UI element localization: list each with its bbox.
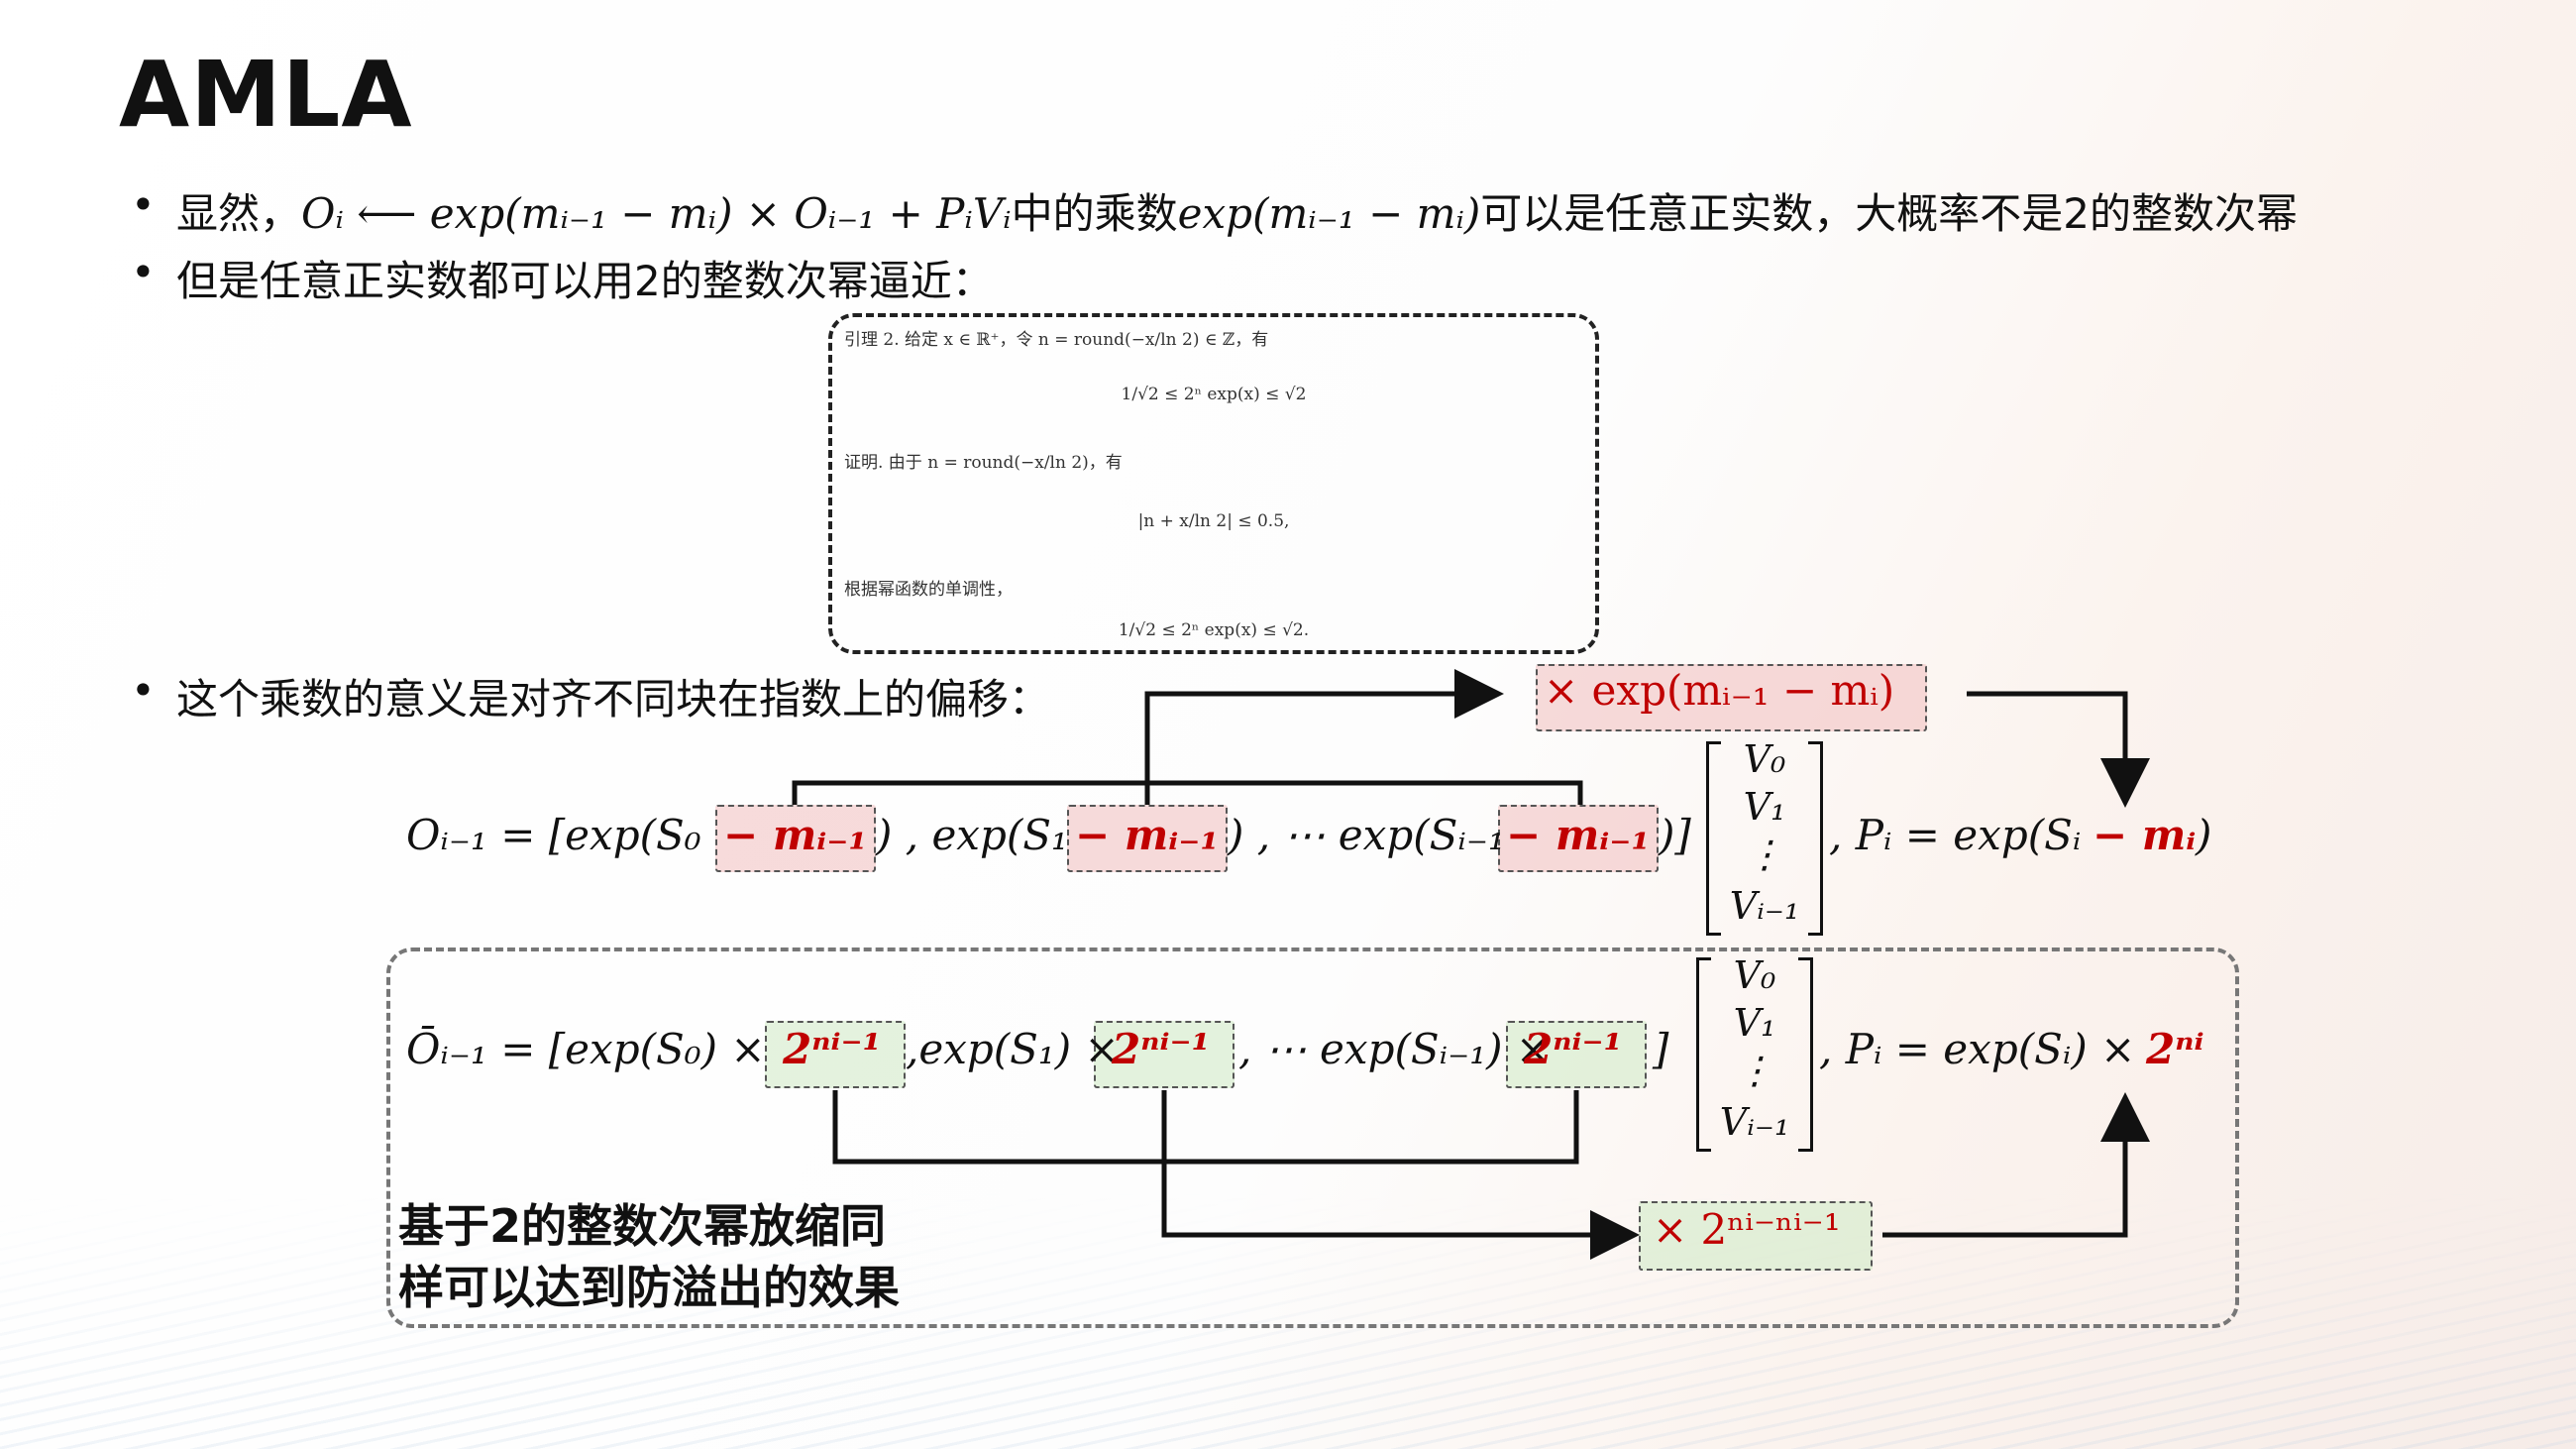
- arrow-to-pi-2: [1882, 1092, 2150, 1238]
- top-multiplier-box: [1536, 664, 1927, 731]
- lemma-box: 引理 2. 给定 x ∈ ℝ⁺，令 n = round(−x/ln 2) ∈ ℤ…: [828, 313, 1599, 654]
- eq2-bracket-line: [832, 1090, 1579, 1165]
- lemma-line-3: 证明. 由于 n = round(−x/ln 2)，有: [844, 453, 1123, 473]
- lemma-line-2: 1/√2 ≤ 2ⁿ exp(x) ≤ √2: [1121, 385, 1307, 404]
- lemma-line-5: 根据幂函数的单调性，: [844, 580, 1013, 600]
- bullet-3-text: 这个乘数的意义是对齐不同块在指数上的偏移：: [176, 675, 1051, 724]
- eq1-term-2: − mᵢ₋₁: [1075, 811, 1219, 859]
- v-matrix-2: V₀ V₁ ⋮ Vᵢ₋₁: [1696, 953, 1813, 1152]
- bottom-multiplier-text: × 2ⁿⁱ⁻ⁿⁱ⁻¹: [1653, 1205, 1841, 1254]
- scaling-note: 基于2的整数次幂放缩同 样可以达到防溢出的效果: [398, 1195, 900, 1318]
- arrow-to-bottom-multiplier: [1161, 1162, 1640, 1260]
- matrix-row: ⋮: [1746, 833, 1783, 876]
- eq1-mid-2: ) , ⋯ exp(Sᵢ₋₁: [1228, 811, 1505, 859]
- bullet-2-text: 但是任意正实数都可以用2的整数次幂逼近：: [176, 257, 994, 305]
- eq1-lhs: Oᵢ₋₁ = [exp(S₀: [406, 811, 701, 859]
- matrix-right-bracket: [1798, 957, 1813, 1152]
- bullet-1-text-b: 中的乘数: [1011, 189, 1178, 238]
- scaling-region-box: [386, 947, 2239, 1328]
- eq1-rhs-b: ): [2196, 811, 2212, 859]
- bullet-1-text-c: 可以是任意正实数，大概率不是2的整数次幂: [1480, 189, 2299, 238]
- bullet-2: • 但是任意正实数都可以用2的整数次幂逼近：: [131, 248, 994, 308]
- eq2-lhs: Ōᵢ₋₁ = [exp(S₀) ×: [406, 1025, 766, 1073]
- eq2-term-3: 2ⁿⁱ⁻¹: [1524, 1025, 1623, 1073]
- eq2-term-1-box: [765, 1021, 906, 1088]
- eq1-term-1: − mᵢ₋₁: [723, 811, 867, 859]
- bullet-dot: •: [131, 180, 156, 229]
- lemma-line-4: |n + x/ln 2| ≤ 0.5,: [1137, 511, 1290, 531]
- note-line-2: 样可以达到防溢出的效果: [398, 1261, 900, 1314]
- eq1-term-3-box: [1498, 805, 1659, 872]
- bullet-1-formula: Oᵢ ⟵ exp(mᵢ₋₁ − mᵢ) × Oᵢ₋₁ + PᵢVᵢ: [301, 189, 1012, 238]
- matrix-row: V₀: [1733, 953, 1776, 997]
- eq1-rhs-a: , Pᵢ = exp(Sᵢ: [1829, 811, 2082, 859]
- note-line-1: 基于2的整数次幂放缩同: [398, 1199, 887, 1253]
- matrix-row: Vᵢ₋₁: [1729, 884, 1800, 928]
- eq1-bracket-line: [792, 780, 1583, 805]
- matrix-left-bracket: [1696, 957, 1711, 1152]
- eq2-rhs-red: 2ⁿⁱ: [2146, 1025, 2204, 1073]
- eq1-term-3: − mᵢ₋₁: [1506, 811, 1650, 859]
- eq2-mid-2: , ⋯ exp(Sᵢ₋₁) ×: [1238, 1025, 1552, 1073]
- bullet-3: • 这个乘数的意义是对齐不同块在指数上的偏移：: [131, 666, 1051, 726]
- eq2-rhs-a: , Pᵢ = exp(Sᵢ) ×: [1819, 1025, 2136, 1073]
- lemma-line-1: 引理 2. 给定 x ∈ ℝ⁺，令 n = round(−x/ln 2) ∈ ℤ…: [844, 330, 1269, 350]
- eq1-term-1-box: [715, 805, 876, 872]
- matrix-right-bracket: [1808, 741, 1823, 936]
- eq1-rhs-red: − mᵢ: [2093, 811, 2197, 859]
- top-multiplier-text: × exp(mᵢ₋₁ − mᵢ): [1544, 666, 1895, 715]
- bullet-1-text-a: 显然，: [176, 189, 302, 238]
- eq2-end: ]: [1653, 1025, 1669, 1073]
- slide-title: AMLA: [119, 42, 413, 148]
- arrow-to-pi-1: [1967, 691, 2150, 808]
- eq1-term-2-box: [1067, 805, 1228, 872]
- eq2-term-3-box: [1506, 1021, 1647, 1088]
- bullet-dot: •: [131, 248, 156, 296]
- matrix-row: ⋮: [1736, 1049, 1773, 1092]
- eq2-term-1: 2ⁿⁱ⁻¹: [783, 1025, 882, 1073]
- matrix-row: Vᵢ₋₁: [1719, 1100, 1790, 1144]
- arrow-to-top-multiplier: [1144, 669, 1504, 783]
- bullet-dot: •: [131, 666, 156, 715]
- eq1-mid-1: ) , exp(S₁: [876, 811, 1068, 859]
- v-matrix-1: V₀ V₁ ⋮ Vᵢ₋₁: [1706, 737, 1823, 936]
- matrix-left-bracket: [1706, 741, 1721, 936]
- eq2-term-2: 2ⁿⁱ⁻¹: [1112, 1025, 1211, 1073]
- matrix-row: V₁: [1743, 785, 1786, 829]
- eq2-mid-1: ,exp(S₁) ×: [906, 1025, 1120, 1073]
- matrix-row: V₁: [1733, 1001, 1776, 1045]
- bottom-multiplier-box: [1639, 1201, 1873, 1271]
- eq1-end: )]: [1659, 811, 1691, 859]
- bullet-1-formula-2: exp(mᵢ₋₁ − mᵢ): [1177, 189, 1481, 238]
- matrix-row: V₀: [1743, 737, 1786, 781]
- lemma-line-6: 1/√2 ≤ 2ⁿ exp(x) ≤ √2.: [1118, 620, 1310, 640]
- eq2-term-2-box: [1094, 1021, 1234, 1088]
- bullet-1: • 显然，Oᵢ ⟵ exp(mᵢ₋₁ − mᵢ) × Oᵢ₋₁ + PᵢVᵢ中的…: [131, 180, 2299, 241]
